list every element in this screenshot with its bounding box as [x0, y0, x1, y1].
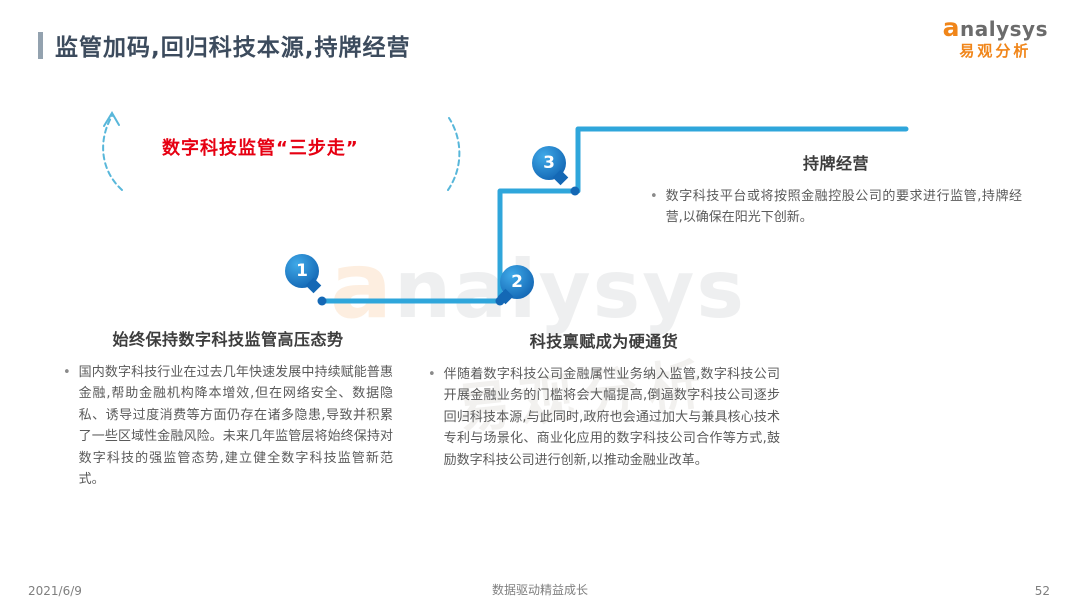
step-marker-3-label: 3: [543, 153, 555, 173]
step-marker-1: 1: [285, 254, 319, 288]
footer: 2021/6/9 数据驱动精益成长 52: [0, 576, 1080, 608]
staircase-line: [319, 126, 909, 304]
step-3-block: 持牌经营 • 数字科技平台或将按照金融控股公司的要求进行监管,持牌经营,以确保在…: [650, 150, 1022, 229]
step-marker-3: 3: [532, 146, 566, 180]
step-2-bullet-row: • 伴随着数字科技公司金融属性业务纳入监管,数字科技公司开展金融业务的门槛将会大…: [428, 364, 780, 471]
step-3-bullet-row: • 数字科技平台或将按照金融控股公司的要求进行监管,持牌经营,以确保在阳光下创新…: [650, 186, 1022, 229]
step-1-body: 国内数字科技行业在过去几年快速发展中持续赋能普惠金融,帮助金融机构降本增效,但在…: [78, 365, 393, 488]
logo-swirl-icon: a: [942, 13, 961, 42]
step-marker-2: 2: [500, 265, 534, 299]
step-1-heading: 始终保持数字科技监管高压态势: [112, 330, 344, 349]
step-2-block: 科技禀赋成为硬通货 • 伴随着数字科技公司金融属性业务纳入监管,数字科技公司开展…: [428, 328, 780, 471]
bullet-icon: •: [428, 367, 436, 382]
step-2-heading: 科技禀赋成为硬通货: [529, 332, 679, 351]
step-3-heading: 持牌经营: [802, 154, 869, 173]
line-node-3: [570, 186, 580, 196]
brand-logo: analysys 易观分析: [942, 13, 1048, 60]
step-marker-1-label: 1: [296, 261, 308, 281]
page-title: 监管加码,回归科技本源,持牌经营: [55, 35, 411, 61]
bullet-icon: •: [63, 365, 71, 380]
line-node-1: [317, 296, 327, 306]
step-2-body: 伴随着数字科技公司金融属性业务纳入监管,数字科技公司开展金融业务的门槛将会大幅提…: [443, 367, 780, 468]
title-accent-bar: [38, 31, 43, 59]
footer-date: 2021/6/9: [28, 584, 82, 598]
logo-text: nalysys: [960, 17, 1048, 41]
logo-cn-text: 易观分析: [959, 41, 1032, 60]
page-number: 52: [1034, 584, 1050, 598]
footer-slogan: 数据驱动精益成长: [491, 583, 588, 597]
dashed-arc-right: [447, 117, 461, 191]
diagram-caption: 数字科技监管“三步走”: [162, 138, 359, 159]
bullet-icon: •: [650, 189, 658, 204]
dashed-arc-left: [102, 115, 123, 191]
step-1-block: 始终保持数字科技监管高压态势 • 国内数字科技行业在过去几年快速发展中持续赋能普…: [63, 326, 393, 491]
step-marker-2-label: 2: [511, 272, 523, 292]
step-1-bullet-row: • 国内数字科技行业在过去几年快速发展中持续赋能普惠金融,帮助金融机构降本增效,…: [63, 362, 393, 491]
logo-wordmark: analysys: [942, 13, 1048, 43]
step-3-body: 数字科技平台或将按照金融控股公司的要求进行监管,持牌经营,以确保在阳光下创新。: [665, 189, 1022, 226]
header: 监管加码,回归科技本源,持牌经营: [38, 28, 410, 62]
arrow-up-icon: [103, 111, 120, 127]
